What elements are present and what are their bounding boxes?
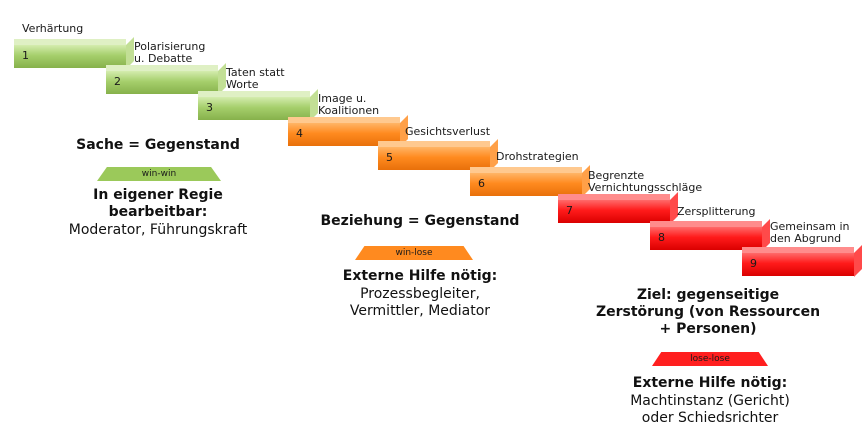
- phase-2-heading: Beziehung = Gegenstand: [320, 213, 520, 229]
- step-8-bar: 8: [650, 221, 762, 250]
- step-7-bar: 7: [558, 194, 670, 223]
- step-1-number: 1: [22, 49, 29, 62]
- step-7-label: Begrenzte Vernichtungsschläge: [588, 169, 703, 194]
- step-4-number: 4: [296, 127, 303, 140]
- step-8-label: Zersplitterung: [677, 205, 756, 218]
- step-2-number: 2: [114, 75, 121, 88]
- phase-1-bold-text: In eigener Regie bearbeitbar:: [93, 187, 223, 220]
- phase-2-badge: win-lose: [355, 246, 473, 260]
- phase-1-badge: win-win: [97, 167, 221, 181]
- step-6-bar: 6: [470, 167, 582, 196]
- step-4-label: Image u. Koalitionen: [318, 92, 380, 117]
- step-8-number: 8: [658, 231, 665, 244]
- step-9-label: Gemeinsam in den Abgrund: [770, 220, 850, 245]
- step-6-number: 6: [478, 177, 485, 190]
- phase-1-helpers: Moderator, Führungskraft: [68, 222, 248, 238]
- phase-3-helpers: Machtinstanz (Gericht) oder Schiedsricht…: [630, 393, 790, 426]
- step-7-number: 7: [566, 204, 573, 217]
- step-2-label: Polarisierung u. Debatte: [134, 40, 206, 65]
- step-5-number: 5: [386, 151, 393, 164]
- phase-2-helpers: Prozessbegleiter, Vermittler, Mediator: [349, 286, 491, 319]
- step-9-bar: 9: [742, 247, 854, 276]
- step-5-bar: 5: [378, 141, 490, 170]
- step-9-number: 9: [750, 257, 757, 270]
- phase-1-heading: Sache = Gegenstand: [76, 137, 240, 153]
- phase-3-badge: lose-lose: [652, 352, 768, 366]
- phase-3-heading: Ziel: gegenseitige Zerstörung (von Resso…: [595, 287, 821, 337]
- step-3-number: 3: [206, 101, 213, 114]
- step-6-label: Drohstrategien: [496, 150, 579, 163]
- step-3-label: Taten statt Worte: [226, 66, 285, 91]
- step-2-bar: 2: [106, 65, 218, 94]
- step-1-label: Verhärtung: [22, 22, 84, 35]
- step-5-label: Gesichtsverlust: [405, 125, 491, 138]
- step-1-bar: 1: [14, 39, 126, 68]
- step-3-bar: 3: [198, 91, 310, 120]
- phase-3-bold-text: Externe Hilfe nötig:: [632, 375, 788, 391]
- phase-2-bold-text: Externe Hilfe nötig:: [342, 268, 498, 284]
